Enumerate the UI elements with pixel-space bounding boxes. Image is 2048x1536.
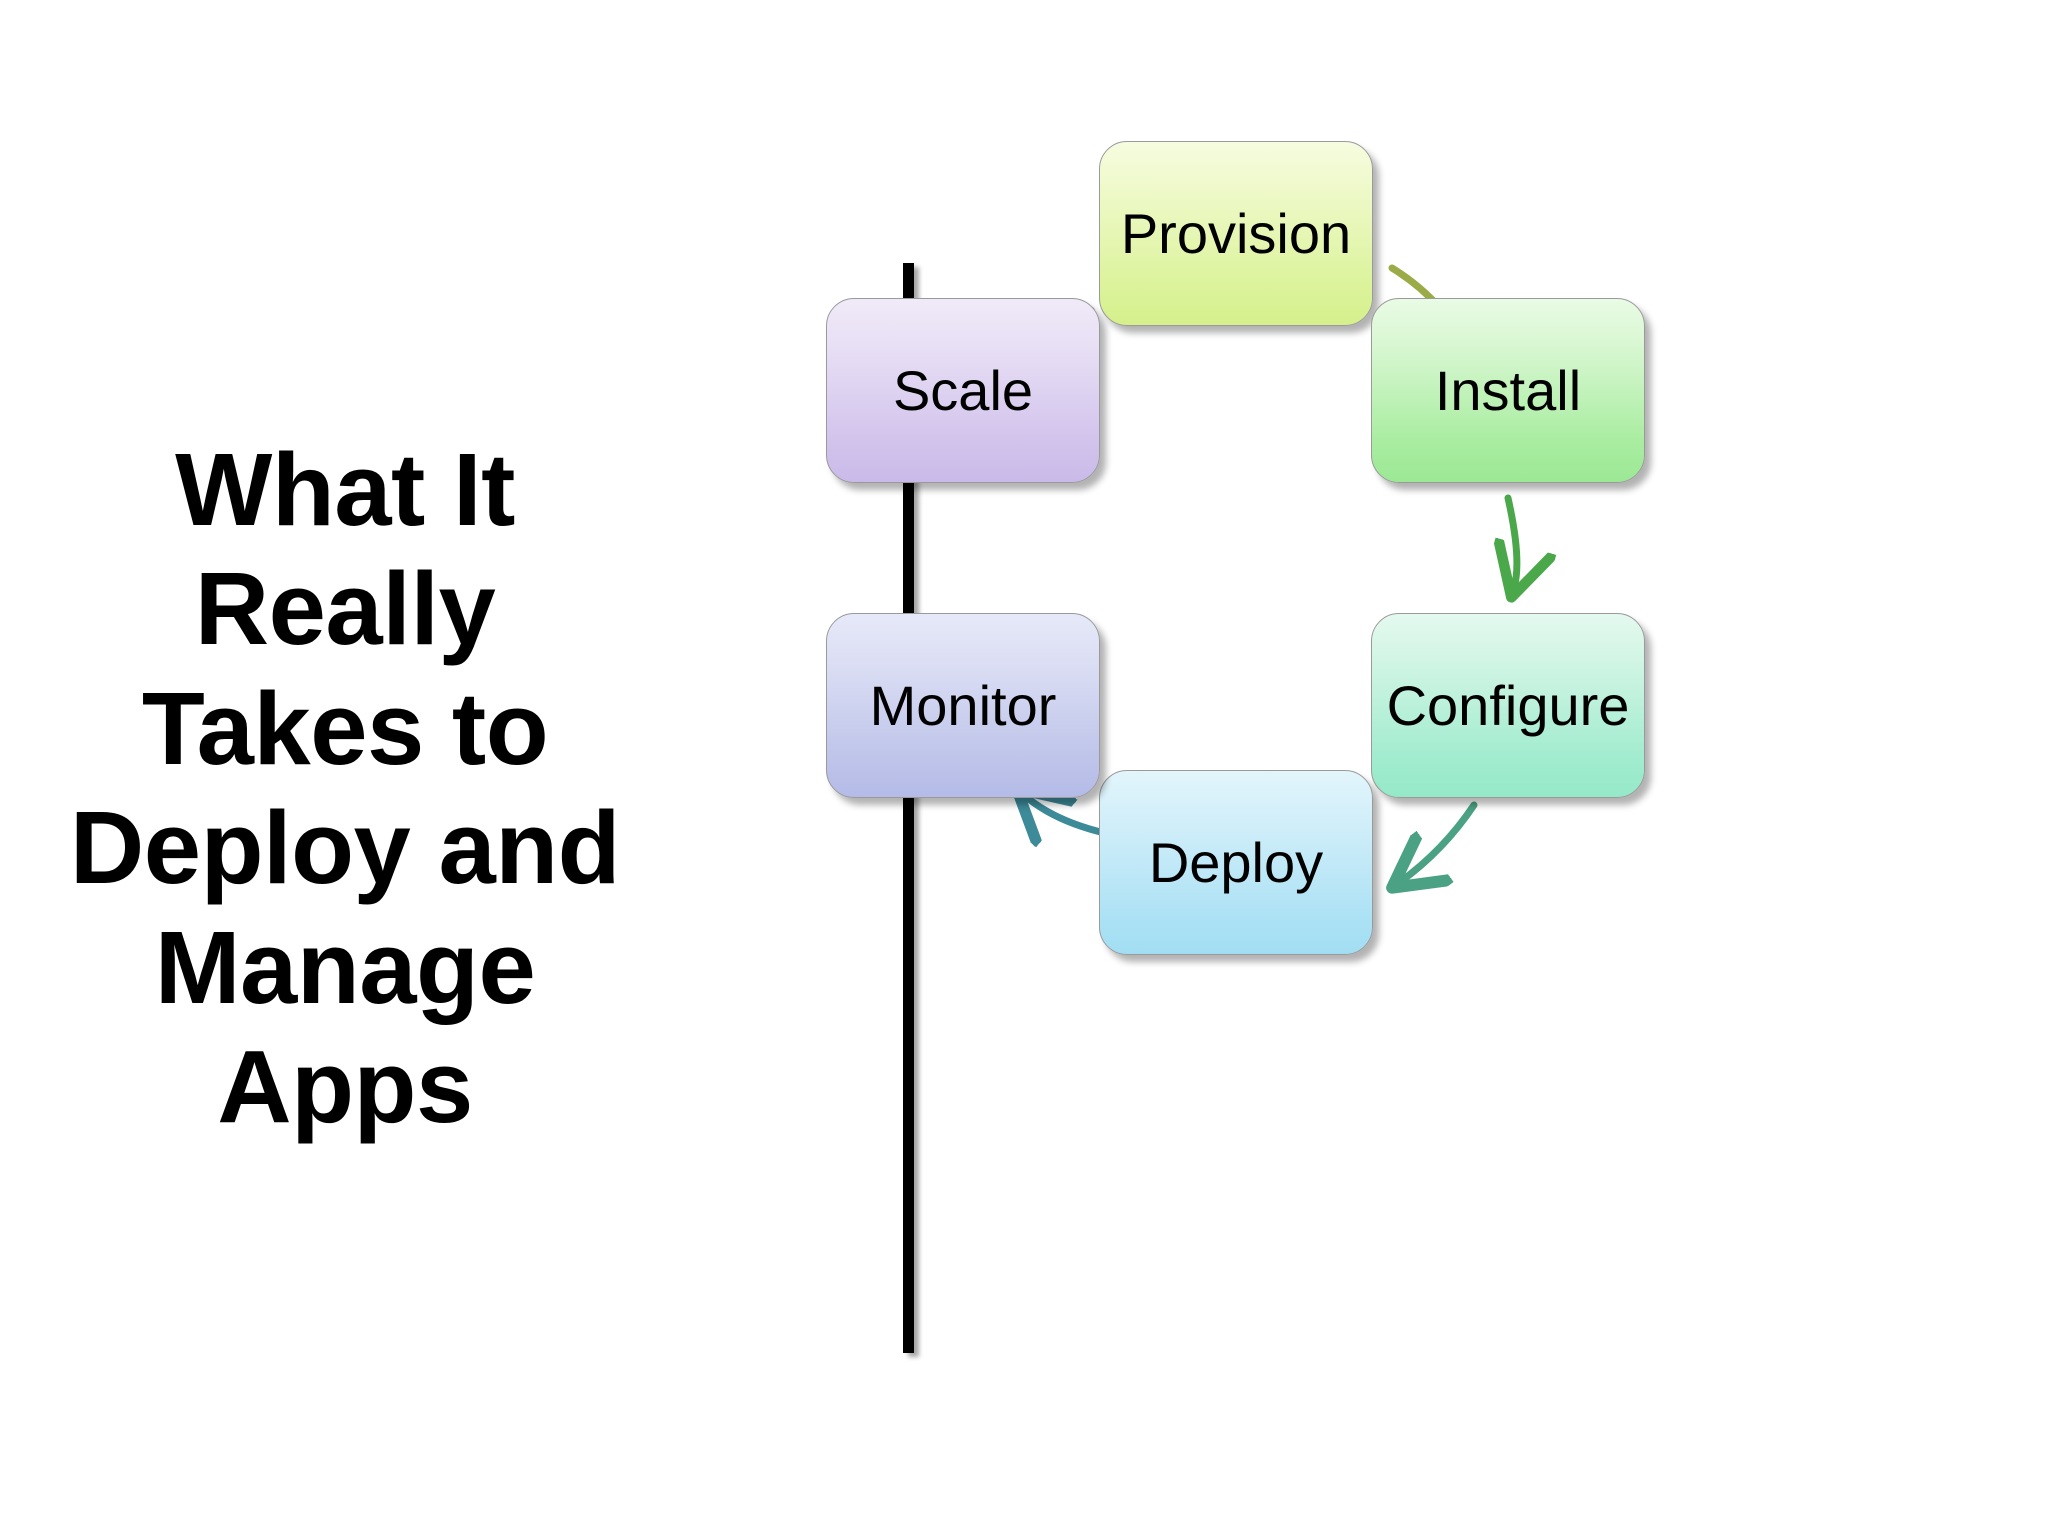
node-monitor[interactable]: Monitor bbox=[826, 613, 1100, 798]
node-monitor-label: Monitor bbox=[869, 673, 1057, 737]
cycle-diagram: Provision Install Configure Deploy Monit… bbox=[826, 0, 2048, 1536]
vertical-divider bbox=[903, 263, 914, 1353]
node-install[interactable]: Install bbox=[1371, 298, 1645, 483]
node-deploy[interactable]: Deploy bbox=[1099, 770, 1373, 955]
node-configure[interactable]: Configure bbox=[1371, 613, 1645, 798]
node-deploy-label: Deploy bbox=[1148, 830, 1324, 894]
node-configure-label: Configure bbox=[1386, 673, 1630, 737]
edge-install-configure bbox=[1508, 494, 1517, 588]
edge-configure-deploy bbox=[1400, 801, 1478, 882]
node-scale-label: Scale bbox=[892, 358, 1034, 422]
title-block: What It Really Takes to Deploy and Manag… bbox=[55, 430, 635, 1147]
page-title: What It Really Takes to Deploy and Manag… bbox=[69, 432, 621, 1145]
node-provision-label: Provision bbox=[1120, 201, 1352, 265]
node-install-label: Install bbox=[1434, 358, 1582, 422]
node-provision[interactable]: Provision bbox=[1099, 141, 1373, 326]
node-scale[interactable]: Scale bbox=[826, 298, 1100, 483]
